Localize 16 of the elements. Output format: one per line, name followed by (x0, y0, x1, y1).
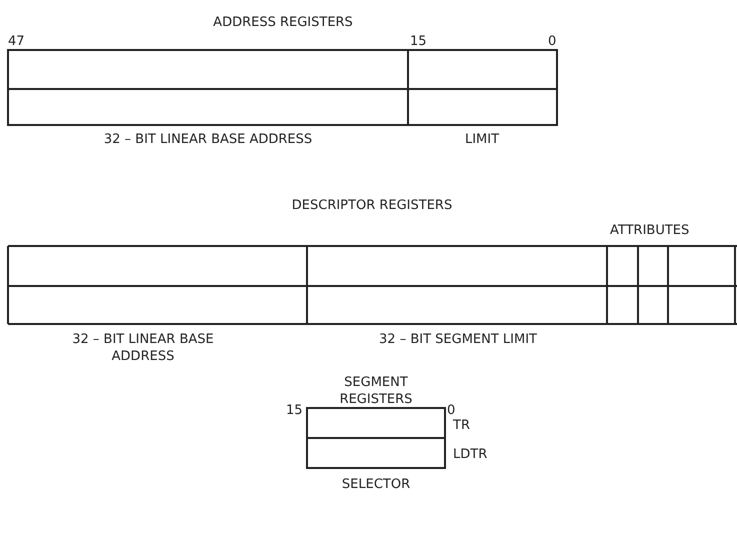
heading: DESCRIPTOR REGISTERS (290, 197, 454, 214)
bit-number: 0 (548, 33, 556, 50)
field-label: 32 – BIT SEGMENT LIMIT (378, 331, 538, 348)
field-label: 32 – BIT LINEAR BASE ADDRESS (71, 331, 215, 365)
field-label: LIMIT (464, 131, 500, 148)
field-label: SELECTOR (340, 476, 412, 493)
heading: ADDRESS REGISTERS (212, 14, 354, 31)
bit-number: 0 (447, 402, 456, 419)
register-name: LDTR (453, 446, 488, 463)
bit-number: 47 (8, 33, 25, 50)
register-name: TR (453, 417, 470, 434)
field-label: ATTRIBUTES (610, 222, 690, 239)
heading: SEGMENT REGISTERS (338, 374, 414, 408)
bit-number: 15 (410, 33, 427, 50)
bit-number: 15 (286, 402, 303, 419)
field-label: 32 – BIT LINEAR BASE ADDRESS (102, 131, 314, 148)
